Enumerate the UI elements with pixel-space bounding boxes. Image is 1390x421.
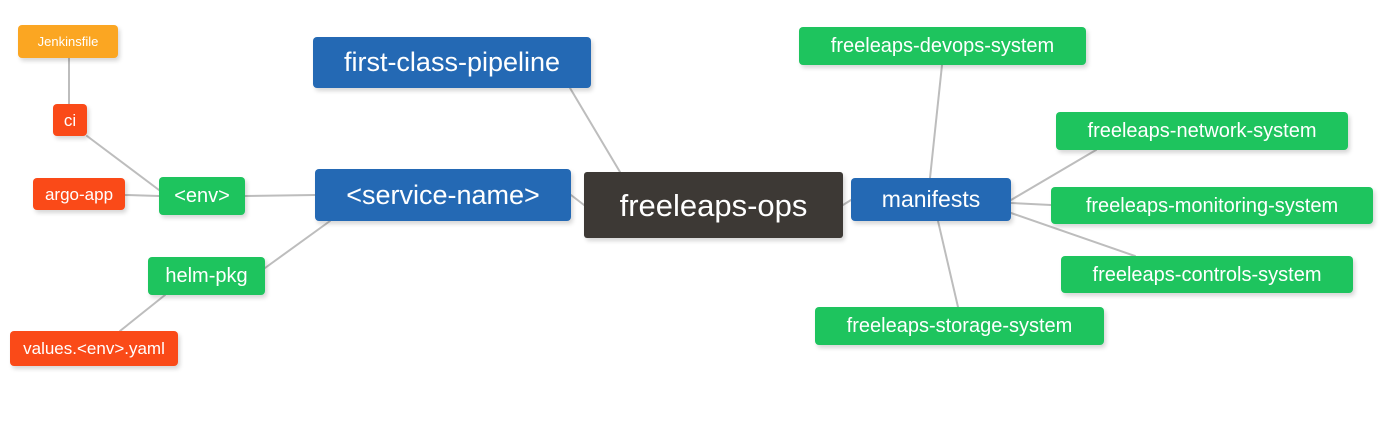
node-freeleaps-monitoring-system[interactable]: freeleaps-monitoring-system	[1051, 187, 1373, 224]
node-label-service-name: <service-name>	[346, 179, 540, 210]
node-label-freeleaps-devops-system: freeleaps-devops-system	[830, 35, 1055, 57]
node-freeleaps-ops[interactable]: freeleaps-ops	[584, 172, 843, 238]
edge-freeleaps-ops-to-service-name	[570, 194, 585, 206]
node-label-argo-app: argo-app	[44, 184, 114, 204]
node-label-helm-pkg: helm-pkg	[165, 265, 248, 287]
node-label-env: <env>	[174, 185, 230, 207]
edge-manifests-to-freeleaps-monitoring-system	[1010, 202, 1052, 206]
edge-freeleaps-ops-to-manifests	[842, 199, 852, 206]
node-label-jenkinsfile: Jenkinsfile	[37, 34, 99, 49]
node-label-values-env-yaml: values.<env>.yaml	[23, 339, 165, 358]
node-label-ci: ci	[63, 110, 77, 130]
node-freeleaps-storage-system[interactable]: freeleaps-storage-system	[815, 307, 1104, 345]
edge-env-to-argo-app	[124, 194, 160, 197]
edge-helm-pkg-to-values-env-yaml	[119, 294, 166, 332]
node-freeleaps-controls-system[interactable]: freeleaps-controls-system	[1061, 256, 1353, 293]
node-first-class-pipeline[interactable]: first-class-pipeline	[313, 37, 591, 88]
node-jenkinsfile[interactable]: Jenkinsfile	[18, 25, 118, 58]
node-label-first-class-pipeline: first-class-pipeline	[343, 47, 561, 77]
edge-service-name-to-helm-pkg	[264, 220, 331, 269]
node-label-freeleaps-storage-system: freeleaps-storage-system	[846, 315, 1073, 337]
edge-manifests-to-freeleaps-storage-system	[937, 220, 959, 308]
node-freeleaps-network-system[interactable]: freeleaps-network-system	[1056, 112, 1348, 150]
node-manifests[interactable]: manifests	[851, 178, 1011, 221]
node-argo-app[interactable]: argo-app	[33, 178, 125, 210]
node-service-name[interactable]: <service-name>	[315, 169, 571, 221]
edge-service-name-to-env	[244, 194, 316, 197]
edge-freeleaps-ops-to-first-class-pipeline	[569, 87, 621, 173]
node-env[interactable]: <env>	[159, 177, 245, 215]
node-label-freeleaps-ops: freeleaps-ops	[619, 187, 808, 223]
node-ci[interactable]: ci	[53, 104, 87, 136]
node-label-freeleaps-network-system: freeleaps-network-system	[1087, 120, 1317, 142]
node-label-manifests: manifests	[881, 186, 981, 212]
node-freeleaps-devops-system[interactable]: freeleaps-devops-system	[799, 27, 1086, 65]
node-helm-pkg[interactable]: helm-pkg	[148, 257, 265, 295]
node-values-env-yaml[interactable]: values.<env>.yaml	[10, 331, 178, 366]
node-label-freeleaps-monitoring-system: freeleaps-monitoring-system	[1085, 194, 1339, 217]
node-label-freeleaps-controls-system: freeleaps-controls-system	[1092, 263, 1322, 286]
edge-manifests-to-freeleaps-devops-system	[929, 64, 943, 179]
